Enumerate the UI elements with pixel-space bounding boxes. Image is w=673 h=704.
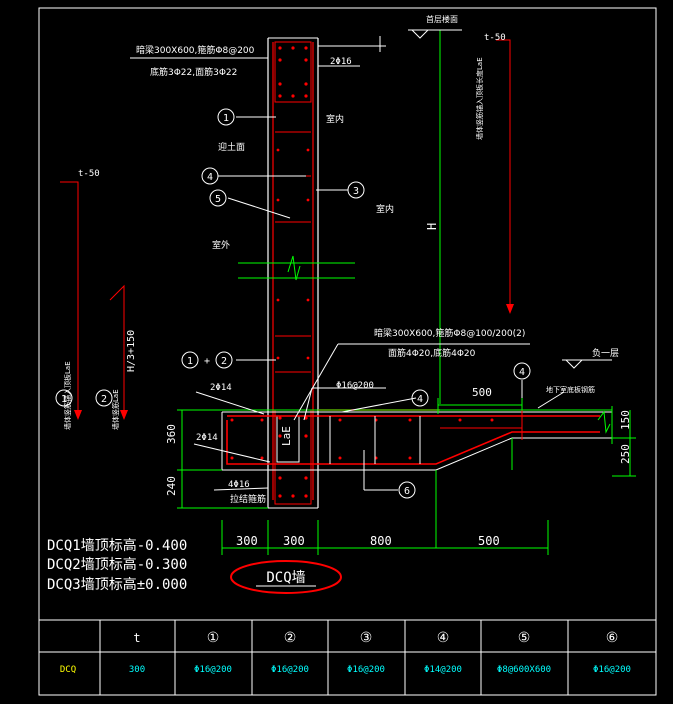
note-dcq2: DCQ2墙顶标高-0.300 bbox=[47, 556, 187, 573]
rebar-dots bbox=[276, 46, 310, 498]
table-cell-1: Φ16@200 bbox=[194, 665, 232, 675]
note-dcq1: DCQ1墙顶标高-0.400 bbox=[47, 537, 187, 554]
dim-150: 150 bbox=[619, 410, 632, 430]
anchor-lines bbox=[60, 39, 511, 416]
t50-right: t-50 bbox=[484, 33, 506, 43]
dim-h: H bbox=[425, 223, 439, 230]
table-header-1: ① bbox=[207, 630, 220, 646]
dim-300-b: 300 bbox=[283, 534, 305, 548]
callout-1-top: 1 bbox=[223, 113, 229, 124]
outdoor-label: 室外 bbox=[212, 239, 230, 251]
beam-bottom-label: 暗梁300X600,箍筋Φ8@100/200(2) bbox=[374, 327, 525, 339]
slab-dots bbox=[230, 418, 494, 460]
beam-top-label: 暗梁300X600,箍筋Φ8@200 bbox=[136, 44, 255, 56]
leader-lines bbox=[130, 57, 565, 491]
foundation-slope bbox=[435, 437, 513, 471]
callout-6: 6 bbox=[404, 486, 410, 497]
slab-zigzag bbox=[597, 410, 611, 434]
table-cell-3: Φ16@200 bbox=[347, 665, 385, 675]
bottom-rebar bbox=[226, 420, 600, 465]
dimension-lines bbox=[178, 29, 634, 555]
lae-label: LaE bbox=[280, 426, 293, 446]
callout-1-mid: 1 bbox=[187, 356, 193, 367]
rebar-table-row: DCQ 300 Φ16@200 Φ16@200 Φ16@200 Φ14@200 … bbox=[60, 665, 631, 675]
top-beam-stirrup bbox=[274, 41, 312, 103]
level-marker-b1 bbox=[562, 359, 612, 369]
wall-horizontal-bars bbox=[275, 131, 311, 373]
t50-left: t-50 bbox=[78, 169, 100, 179]
callout-4-slab: 4 bbox=[417, 394, 423, 405]
circle-markers bbox=[55, 108, 531, 499]
right-vertical-note: 墙体竖筋锚入顶板长度LaE bbox=[475, 57, 484, 140]
wall-section: LaE bbox=[238, 36, 386, 509]
dim-240: 240 bbox=[165, 476, 178, 496]
level-marker-top bbox=[408, 29, 462, 39]
foundation-slab bbox=[177, 398, 636, 548]
dim-500: 500 bbox=[478, 534, 500, 548]
stirrup-label: 拉结箍筋 bbox=[230, 493, 266, 505]
callout-3: 3 bbox=[353, 186, 359, 197]
two-phi14-b: 2Φ14 bbox=[196, 433, 218, 443]
foundation-stirrups bbox=[329, 416, 421, 464]
anchor-arrows bbox=[74, 304, 514, 420]
table-cell-5: Φ8@600X600 bbox=[497, 665, 551, 675]
callout-2-left: 2 bbox=[101, 394, 107, 405]
table-header-5: ⑤ bbox=[518, 630, 531, 646]
table-cell-4: Φ14@200 bbox=[424, 665, 462, 675]
rebar-table-header: t ① ② ③ ④ ⑤ ⑥ bbox=[133, 630, 618, 646]
dim-360: 360 bbox=[165, 424, 178, 444]
h3-label: H/3+150 bbox=[126, 330, 137, 372]
table-header-6: ⑥ bbox=[606, 630, 619, 646]
indoor-label: 室内 bbox=[326, 113, 344, 125]
phi16-200-label: Φ16@200 bbox=[336, 381, 374, 391]
table-cell-2: Φ16@200 bbox=[271, 665, 309, 675]
backfill-label: 迎土面 bbox=[218, 141, 245, 153]
table-cell-6: Φ16@200 bbox=[593, 665, 631, 675]
rebar-table-grid bbox=[38, 619, 657, 696]
drawing-title: DCQ墙 bbox=[266, 570, 305, 586]
callout-plus: + bbox=[204, 356, 210, 367]
table-header-4: ④ bbox=[437, 630, 450, 646]
table-cell-t: 300 bbox=[129, 665, 145, 675]
left-vertical-note-1: 墙体竖筋锚入顶板LaE bbox=[63, 361, 72, 430]
table-header-3: ③ bbox=[360, 630, 373, 646]
roof-level-label: 首层楼面 bbox=[426, 14, 458, 24]
table-header-2: ② bbox=[284, 630, 297, 646]
bottom-beam-stirrup bbox=[274, 409, 312, 505]
dim-250: 250 bbox=[619, 444, 632, 464]
break-zigzag bbox=[287, 255, 301, 281]
dim-800: 800 bbox=[370, 534, 392, 548]
indoor-label-2: 室内 bbox=[376, 203, 394, 215]
callout-1-left: 1 bbox=[61, 394, 67, 405]
table-header-t: t bbox=[133, 631, 140, 645]
callout-2-mid: 2 bbox=[221, 356, 227, 367]
beam-bottom-bars: 面筋4Φ20,底筋4Φ20 bbox=[388, 347, 476, 359]
note-dcq3: DCQ3墙顶标高±0.000 bbox=[47, 576, 187, 593]
callout-5: 5 bbox=[215, 194, 221, 205]
four-phi16: 4Φ16 bbox=[228, 480, 250, 490]
two-phi14-a: 2Φ14 bbox=[210, 383, 232, 393]
bar-2phi16: 2Φ16 bbox=[330, 57, 352, 67]
title-highlight-ellipse bbox=[230, 560, 342, 594]
slab-note: 地下室底板钢筋 bbox=[546, 385, 595, 394]
callout-4-right: 4 bbox=[519, 367, 525, 378]
callout-4-wall: 4 bbox=[207, 172, 213, 183]
green-guides bbox=[177, 398, 636, 548]
table-cell-type: DCQ bbox=[60, 665, 76, 675]
dim-300-a: 300 bbox=[236, 534, 258, 548]
left-vertical-note-2: 墙体竖筋LaE bbox=[111, 389, 120, 430]
beam-top-bars: 底筋3Φ22,面筋3Φ22 bbox=[150, 66, 237, 78]
b1-level-label: 负一层 bbox=[592, 347, 619, 359]
dim-500-top: 500 bbox=[472, 386, 492, 399]
